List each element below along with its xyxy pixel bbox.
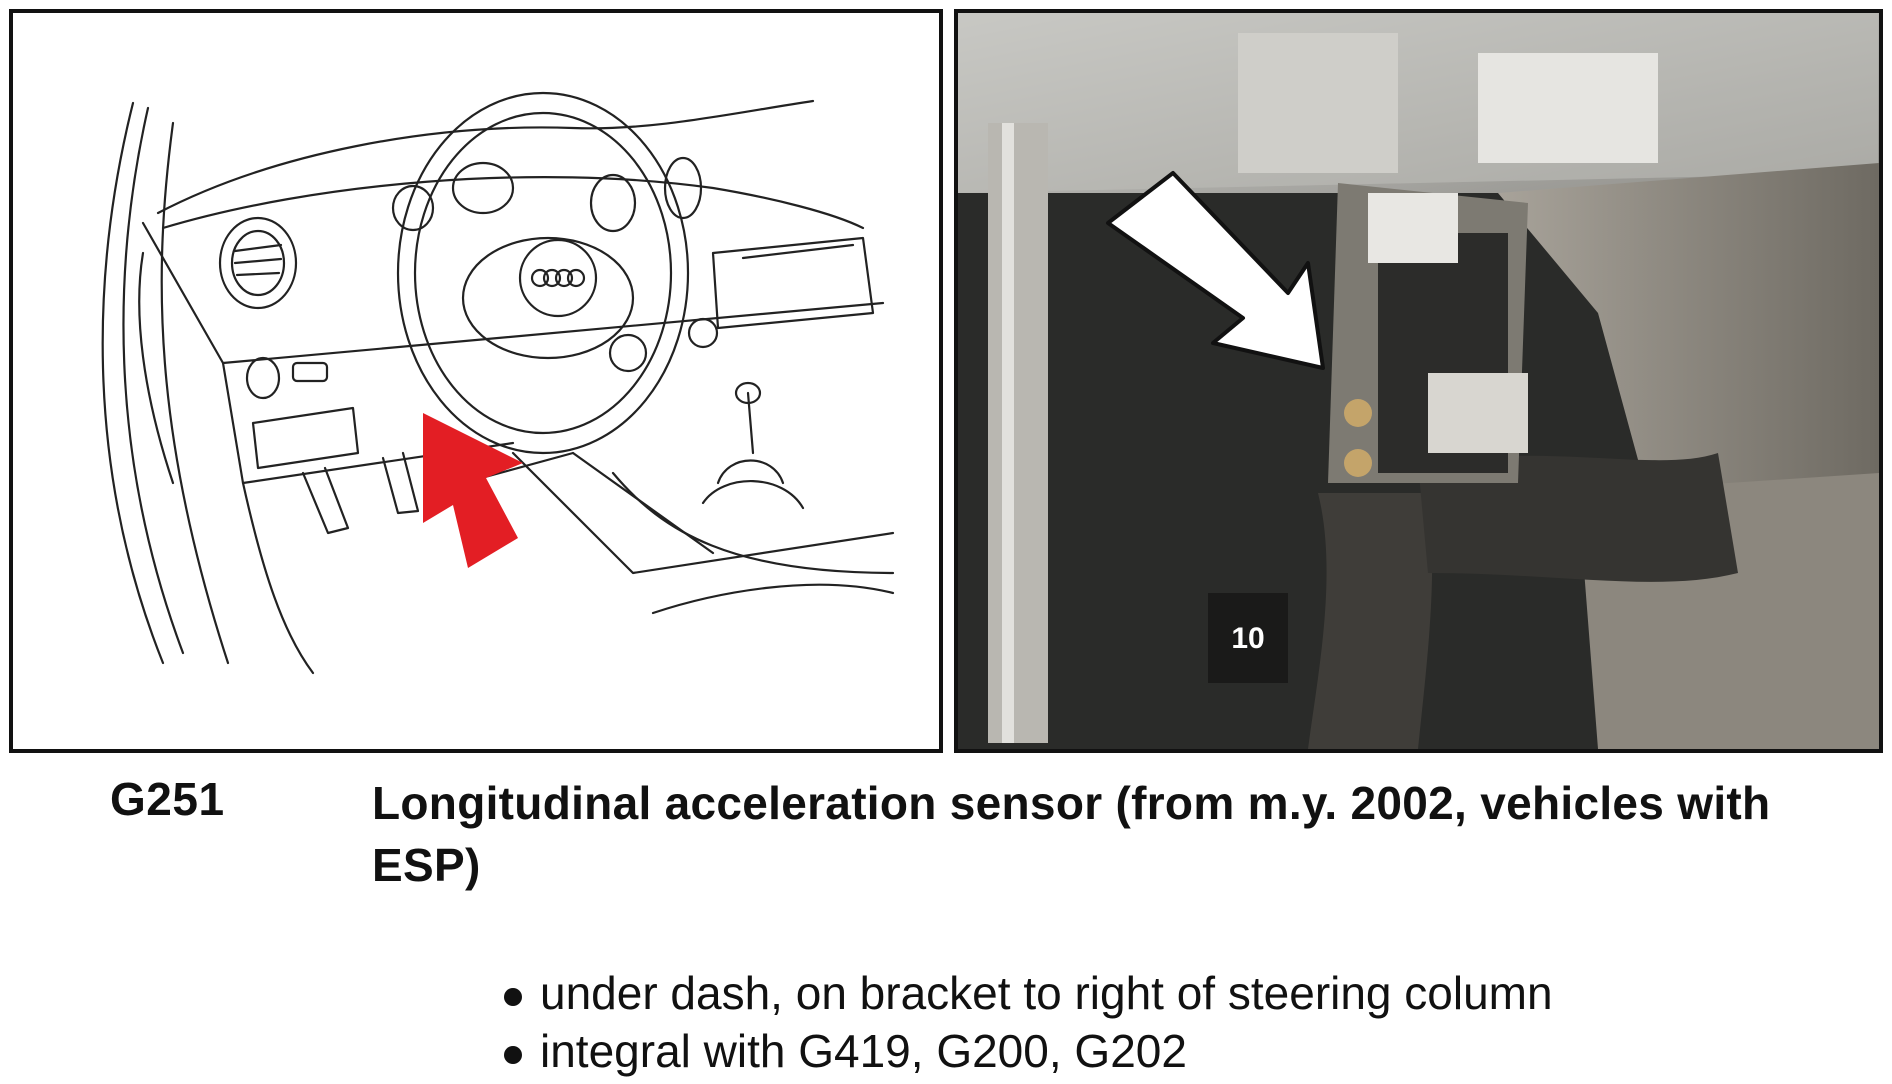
bullet-item: integral with G419, G200, G202	[500, 1022, 1553, 1080]
photo-label-10: 10	[1231, 622, 1264, 655]
sensor-photo-drawing: 10	[958, 13, 1879, 749]
sensor-photo: 10	[954, 9, 1883, 753]
location-notes: under dash, on bracket to right of steer…	[500, 964, 1553, 1080]
bullet-item: under dash, on bracket to right of steer…	[500, 964, 1553, 1022]
red-arrow	[423, 413, 523, 568]
component-title: Longitudinal acceleration sensor (from m…	[372, 777, 1771, 891]
component-code: G251	[110, 773, 225, 825]
dashboard-illustration	[9, 9, 943, 753]
dashboard-line-drawing	[101, 91, 895, 675]
white-arrow	[1106, 171, 1325, 370]
